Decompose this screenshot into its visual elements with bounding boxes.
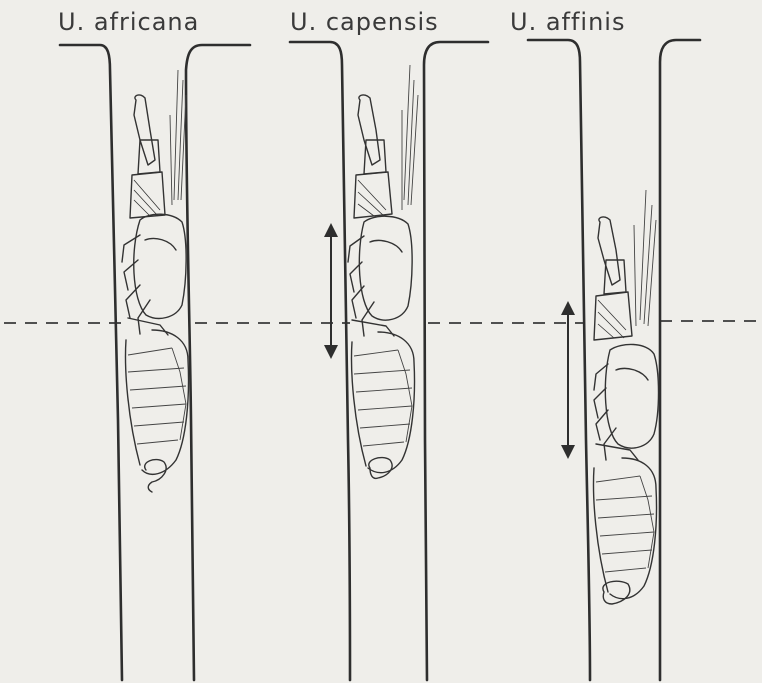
burrow-wall-left — [528, 40, 590, 680]
label-u-affinis: U. affinis — [510, 8, 625, 36]
label-u-africana: U. africana — [58, 8, 199, 36]
burrow-wall-left — [290, 42, 350, 680]
animal-u-capensis — [348, 65, 418, 478]
burrow-u-africana — [60, 45, 250, 680]
animal-u-africana — [122, 70, 189, 492]
burrow-wall-right — [660, 40, 700, 680]
burrow-wall-right — [424, 42, 488, 680]
burrow-u-capensis — [290, 42, 488, 680]
burrow-u-affinis — [528, 40, 700, 680]
water-level-line — [4, 321, 760, 323]
animal-u-affinis — [594, 190, 659, 604]
burrow-wall-left — [60, 45, 122, 680]
burrow-wall-right — [186, 45, 250, 680]
label-u-capensis: U. capensis — [290, 8, 439, 36]
